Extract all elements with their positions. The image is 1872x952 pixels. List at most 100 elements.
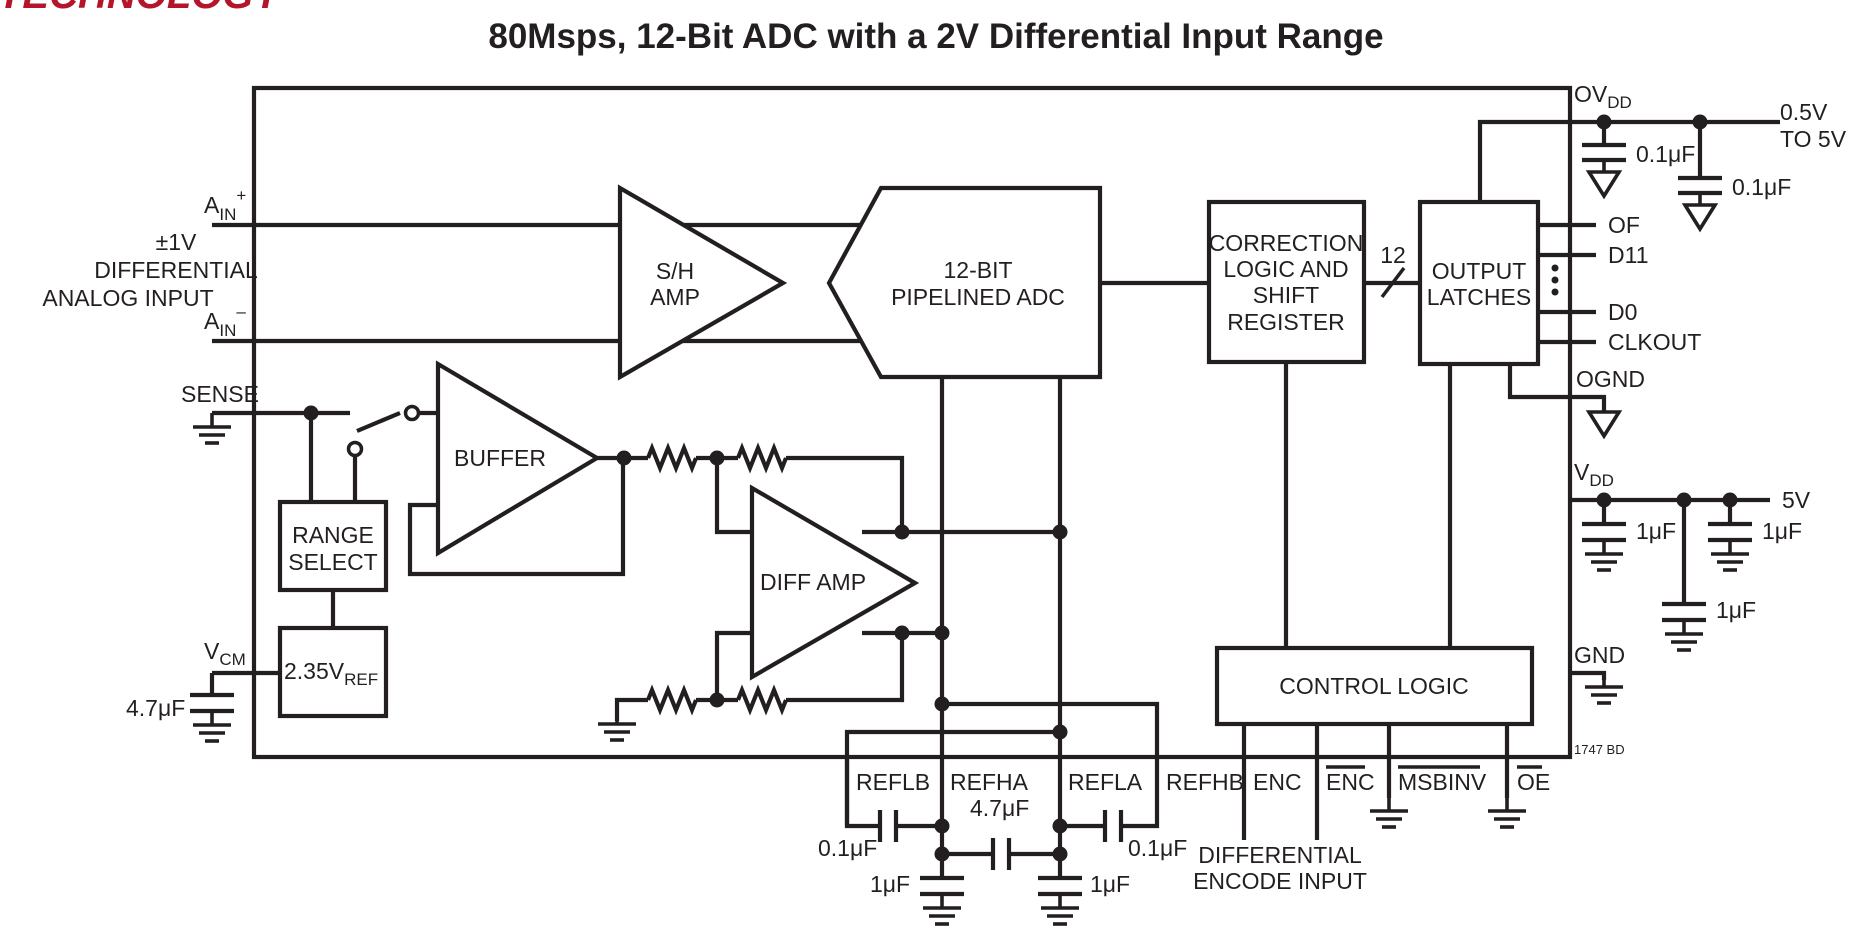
pin-of: OF	[1608, 212, 1640, 238]
pin-vdd: VDD	[1574, 459, 1614, 490]
pin-ain-minus: AIN–	[204, 302, 246, 340]
ground-icon	[1583, 671, 1625, 705]
pin-enc-bar: ENC	[1326, 769, 1375, 795]
ref-cap-left-label: 0.1μF	[818, 835, 877, 861]
vcm-cap-label: 4.7μF	[126, 695, 185, 721]
pin-vcm: VCM	[204, 638, 246, 669]
pin-gnd: GND	[1574, 642, 1625, 668]
ellipsis-dot	[1551, 288, 1559, 296]
diff-amp-block	[749, 484, 920, 681]
brand-logo: TECHNOLOGY	[0, 0, 284, 17]
ellipsis-dot	[1551, 276, 1559, 284]
buffer-block	[435, 360, 602, 557]
adc-label-2: PIPELINED ADC	[891, 284, 1065, 310]
pin-d11: D11	[1608, 242, 1649, 268]
ref-cap-bl-label: 1μF	[870, 871, 910, 897]
junction-dot	[709, 692, 725, 708]
pin-refhb: REFHB	[1166, 769, 1244, 795]
ground-icon	[921, 892, 963, 926]
control-logic-label: CONTROL LOGIC	[1279, 673, 1469, 699]
resistor-wire	[786, 633, 905, 703]
diff-amp-label: DIFF AMP	[760, 569, 866, 595]
ground-icon	[1368, 795, 1410, 829]
refhb-wire	[942, 701, 1160, 757]
pin-clkout: CLKOUT	[1608, 329, 1701, 355]
resistor-wire	[786, 455, 905, 532]
bus-width-label: 12	[1380, 242, 1406, 268]
correction-label-4: REGISTER	[1227, 309, 1345, 335]
diffamp-input-wire	[714, 458, 752, 535]
buffer-feedback-wire	[407, 458, 626, 577]
chip-outline	[251, 85, 1573, 760]
encode-label-2: ENCODE INPUT	[1193, 868, 1367, 894]
ground-icon	[1583, 538, 1625, 572]
range-select-label-1: RANGE	[292, 522, 374, 548]
control-logic-block	[1214, 645, 1535, 727]
resistor-icon	[736, 442, 788, 474]
ovdd-supply-1: 0.5V	[1780, 99, 1828, 125]
diff-input-label-1: ±1V	[156, 229, 197, 255]
junction-dot	[894, 524, 910, 540]
ground-icon	[596, 708, 638, 742]
ground-icon	[191, 411, 233, 445]
ground-icon	[1039, 892, 1081, 926]
pin-msbinv: MSBINV	[1398, 769, 1487, 795]
diff-input-label-3: ANALOG INPUT	[42, 285, 213, 311]
ognd-ground-icon	[1587, 398, 1621, 438]
vdd-cap2-label: 1μF	[1762, 518, 1802, 544]
resistor-icon	[646, 442, 698, 474]
resistor-icon	[736, 684, 788, 716]
switch-contact	[346, 440, 364, 458]
diagram-title: 80Msps, 12-Bit ADC with a 2V Differentia…	[488, 17, 1383, 56]
ref-cap-br-label: 1μF	[1090, 871, 1130, 897]
ground-icon	[1663, 618, 1705, 652]
lower-ground-wire	[614, 697, 648, 721]
sh-amp-label-2: AMP	[650, 284, 700, 310]
pin-d0: D0	[1608, 299, 1637, 325]
switch-contact	[403, 404, 421, 422]
pin-reflb: REFLB	[856, 769, 930, 795]
vref-block	[277, 625, 389, 719]
vref-label: 2.35VREF	[284, 658, 378, 689]
range-select-block	[277, 499, 389, 593]
gnd-wire	[1570, 670, 1607, 680]
bus-slash	[1380, 266, 1406, 299]
sh-amp-block	[617, 184, 788, 381]
ground-icon	[191, 709, 233, 743]
ref-cap-wire	[1121, 757, 1160, 829]
pin-ognd: OGND	[1576, 366, 1645, 392]
correction-label-3: SHIFT	[1253, 282, 1319, 308]
vdd-cap3-label: 1μF	[1716, 597, 1756, 623]
correction-label-1: CORRECTION	[1209, 230, 1364, 256]
part-code: 1747 BD	[1574, 742, 1625, 757]
ovdd-ground-icon	[1683, 191, 1717, 231]
ovdd-rail	[1477, 119, 1780, 202]
vdd-cap1-label: 1μF	[1636, 518, 1676, 544]
ovdd-ground-icon	[1587, 158, 1621, 198]
correction-label-2: LOGIC AND	[1223, 256, 1348, 282]
pipelined-adc-block	[826, 185, 1103, 380]
ellipsis-dot	[1551, 264, 1559, 272]
output-latches-block	[1417, 199, 1541, 367]
junction-dot	[616, 450, 632, 466]
pin-ovdd: OVDD	[1574, 81, 1632, 112]
encode-label-1: DIFFERENTIAL	[1198, 842, 1362, 868]
pin-ain-plus: AIN+	[204, 186, 246, 224]
range-select-label-2: SELECT	[288, 549, 377, 575]
diff-input-label-2: DIFFERENTIAL	[94, 257, 258, 283]
ovdd-cap2-label: 0.1μF	[1732, 174, 1791, 200]
adc-label-1: 12-BIT	[943, 257, 1012, 283]
latches-label-1: OUTPUT	[1432, 258, 1527, 284]
ovdd-cap1-label: 0.1μF	[1636, 141, 1695, 167]
sh-amp-label-1: S/H	[656, 258, 694, 284]
ref-cap-mid-label: 4.7μF	[970, 795, 1029, 821]
pin-refla: REFLA	[1068, 769, 1143, 795]
diffamp-neg-wire	[714, 630, 752, 698]
ground-icon	[1709, 538, 1751, 572]
pin-refha: REFHA	[950, 769, 1029, 795]
switch-arm	[356, 411, 401, 433]
ref-cap-right-label: 0.1μF	[1128, 835, 1187, 861]
latches-label-2: LATCHES	[1427, 284, 1531, 310]
pin-enc: ENC	[1253, 769, 1302, 795]
